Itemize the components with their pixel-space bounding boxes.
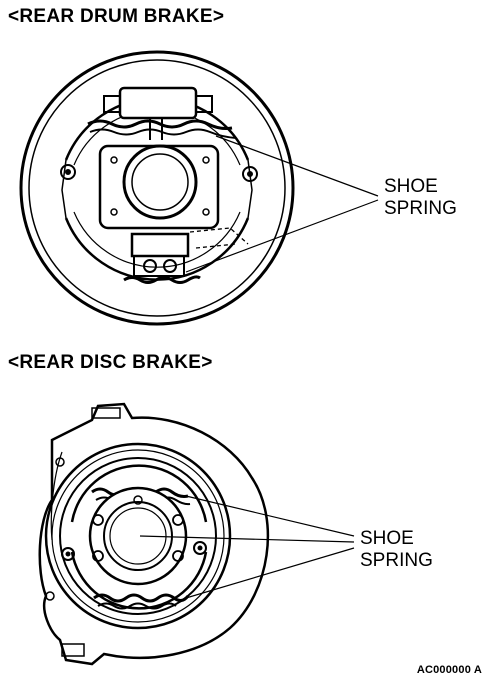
disc-shoe-spring-label: SHOE SPRING [360, 528, 433, 572]
drum-label-line2: SPRING [384, 198, 457, 219]
drum-label-line1: SHOE [384, 176, 438, 197]
figure-id: AC000000 A [416, 664, 482, 676]
drum-leader-lines [185, 135, 379, 273]
disc-leader-lines [139, 495, 355, 599]
drum-brake-illustration [19, 50, 295, 326]
drum-brake-title: <REAR DRUM BRAKE> [8, 6, 225, 27]
disc-label-line1: SHOE [360, 528, 414, 549]
disc-brake-title: <REAR DISC BRAKE> [8, 352, 213, 373]
disc-label-line2: SPRING [360, 550, 433, 571]
disc-brake-illustration [38, 402, 270, 666]
drum-shoe-spring-label: SHOE SPRING [384, 176, 457, 220]
